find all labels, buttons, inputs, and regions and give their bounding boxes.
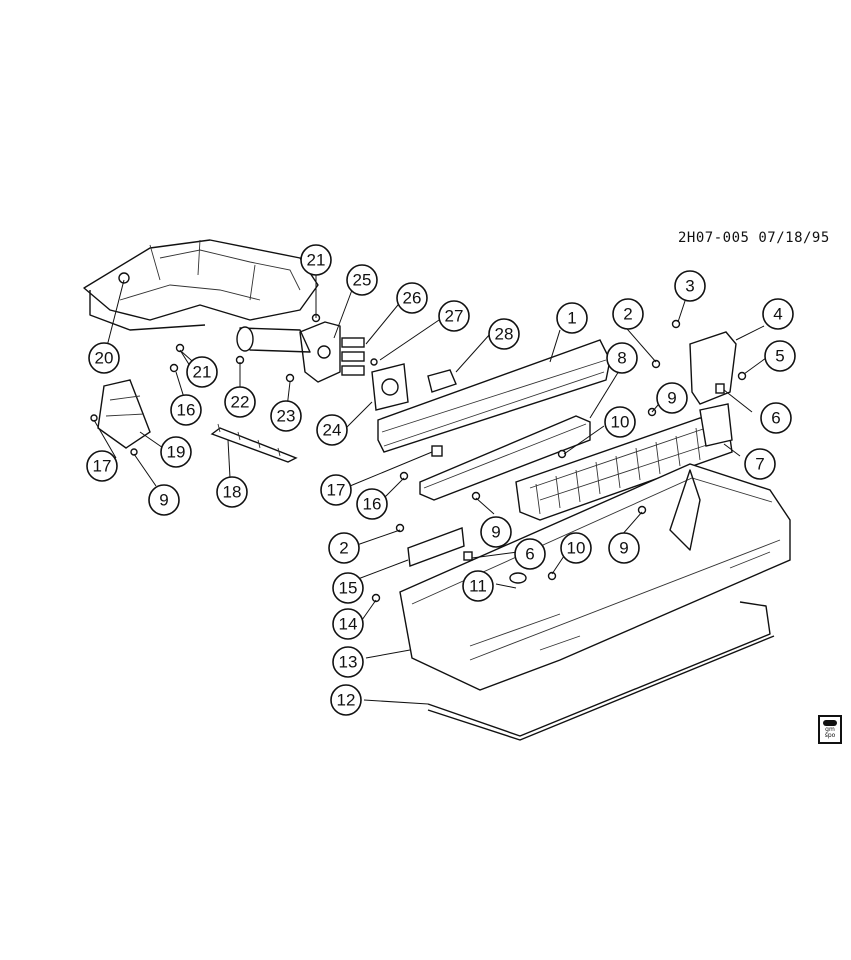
callout-21-upper: 21 <box>300 244 332 276</box>
svg-text:20: 20 <box>95 349 114 368</box>
svg-text:22: 22 <box>231 393 250 412</box>
svg-text:5: 5 <box>775 347 784 366</box>
svg-text:11: 11 <box>469 577 487 596</box>
svg-text:2: 2 <box>623 305 632 324</box>
retainer-strip <box>210 423 298 463</box>
callout-14: 14 <box>332 608 364 640</box>
svg-text:14: 14 <box>339 615 358 634</box>
gm-spo-logo: gm spo <box>818 715 842 744</box>
callout-8: 8 <box>606 342 638 374</box>
svg-text:12: 12 <box>337 691 356 710</box>
bumper-fascia <box>399 463 791 691</box>
svg-text:9: 9 <box>491 523 500 542</box>
callout-16-left: 16 <box>170 394 202 426</box>
svg-text:9: 9 <box>619 539 628 558</box>
callout-27: 27 <box>438 300 470 332</box>
callout-7: 7 <box>744 448 776 480</box>
leader-lines <box>93 260 767 705</box>
energy-absorber-grid <box>515 403 733 521</box>
callout-11: 11 <box>462 570 494 602</box>
callout-20: 20 <box>88 342 120 374</box>
svg-text:16: 16 <box>363 495 382 514</box>
callout-21-lower: 21 <box>186 356 218 388</box>
callout-23: 23 <box>270 400 302 432</box>
callout-3: 3 <box>674 270 706 302</box>
callout-10-lower: 10 <box>560 532 592 564</box>
svg-text:27: 27 <box>445 307 464 326</box>
svg-text:2: 2 <box>339 539 348 558</box>
impact-bar-reinforcement <box>377 339 611 453</box>
svg-text:10: 10 <box>567 539 586 558</box>
svg-text:13: 13 <box>339 653 358 672</box>
callout-18: 18 <box>216 476 248 508</box>
callout-9-right-upper: 9 <box>656 382 688 414</box>
callout-10-upper: 10 <box>604 406 636 438</box>
fasteners <box>90 272 747 603</box>
svg-text:19: 19 <box>167 443 186 462</box>
svg-text:21: 21 <box>307 251 326 270</box>
callout-4: 4 <box>762 298 794 330</box>
callout-22: 22 <box>224 386 256 418</box>
callout-24: 24 <box>316 414 348 446</box>
svg-text:23: 23 <box>277 407 296 426</box>
callout-25: 25 <box>346 264 378 296</box>
svg-text:15: 15 <box>339 579 358 598</box>
callout-6-upper: 6 <box>760 402 792 434</box>
svg-text:7: 7 <box>755 455 764 474</box>
molding-strip <box>427 601 775 741</box>
callout-16-center: 16 <box>356 488 388 520</box>
vehicle-body-section <box>83 239 319 331</box>
callout-5: 5 <box>764 340 796 372</box>
callout-2-lower: 2 <box>328 532 360 564</box>
callout-19: 19 <box>160 436 192 468</box>
svg-text:26: 26 <box>403 289 422 308</box>
mounting-plate <box>371 363 457 411</box>
svg-text:8: 8 <box>617 349 626 368</box>
callout-9-center: 9 <box>480 516 512 548</box>
svg-text:6: 6 <box>771 409 780 428</box>
callout-26: 26 <box>396 282 428 314</box>
side-bracket <box>97 379 151 449</box>
callout-12: 12 <box>330 684 362 716</box>
svg-text:17: 17 <box>327 481 346 500</box>
callout-9-left: 9 <box>148 484 180 516</box>
energy-absorber-assembly <box>236 321 365 383</box>
callout-15: 15 <box>332 572 364 604</box>
logo-line2: spo <box>824 732 836 739</box>
callout-2-upper: 2 <box>612 298 644 330</box>
callout-28: 28 <box>488 318 520 350</box>
callout-17-left: 17 <box>86 450 118 482</box>
svg-text:9: 9 <box>159 491 168 510</box>
svg-text:17: 17 <box>93 457 112 476</box>
svg-text:21: 21 <box>193 363 212 382</box>
callout-17-center: 17 <box>320 474 352 506</box>
svg-text:25: 25 <box>353 271 372 290</box>
callout-13: 13 <box>332 646 364 678</box>
svg-text:4: 4 <box>773 305 782 324</box>
callout-9-right-lower: 9 <box>608 532 640 564</box>
svg-text:18: 18 <box>223 483 242 502</box>
logo-line1: gm <box>825 726 835 733</box>
svg-text:9: 9 <box>667 389 676 408</box>
svg-text:24: 24 <box>323 421 342 440</box>
svg-text:6: 6 <box>525 545 534 564</box>
svg-text:1: 1 <box>567 309 576 328</box>
callout-6-lower: 6 <box>514 538 546 570</box>
logo-bar <box>823 720 837 726</box>
svg-text:10: 10 <box>611 413 630 432</box>
lower-bracket <box>419 415 591 501</box>
svg-text:3: 3 <box>685 277 694 296</box>
drawing-id: 2H07-005 07/18/95 <box>678 230 830 246</box>
svg-text:28: 28 <box>495 325 514 344</box>
svg-text:16: 16 <box>177 401 196 420</box>
callout-1: 1 <box>556 302 588 334</box>
